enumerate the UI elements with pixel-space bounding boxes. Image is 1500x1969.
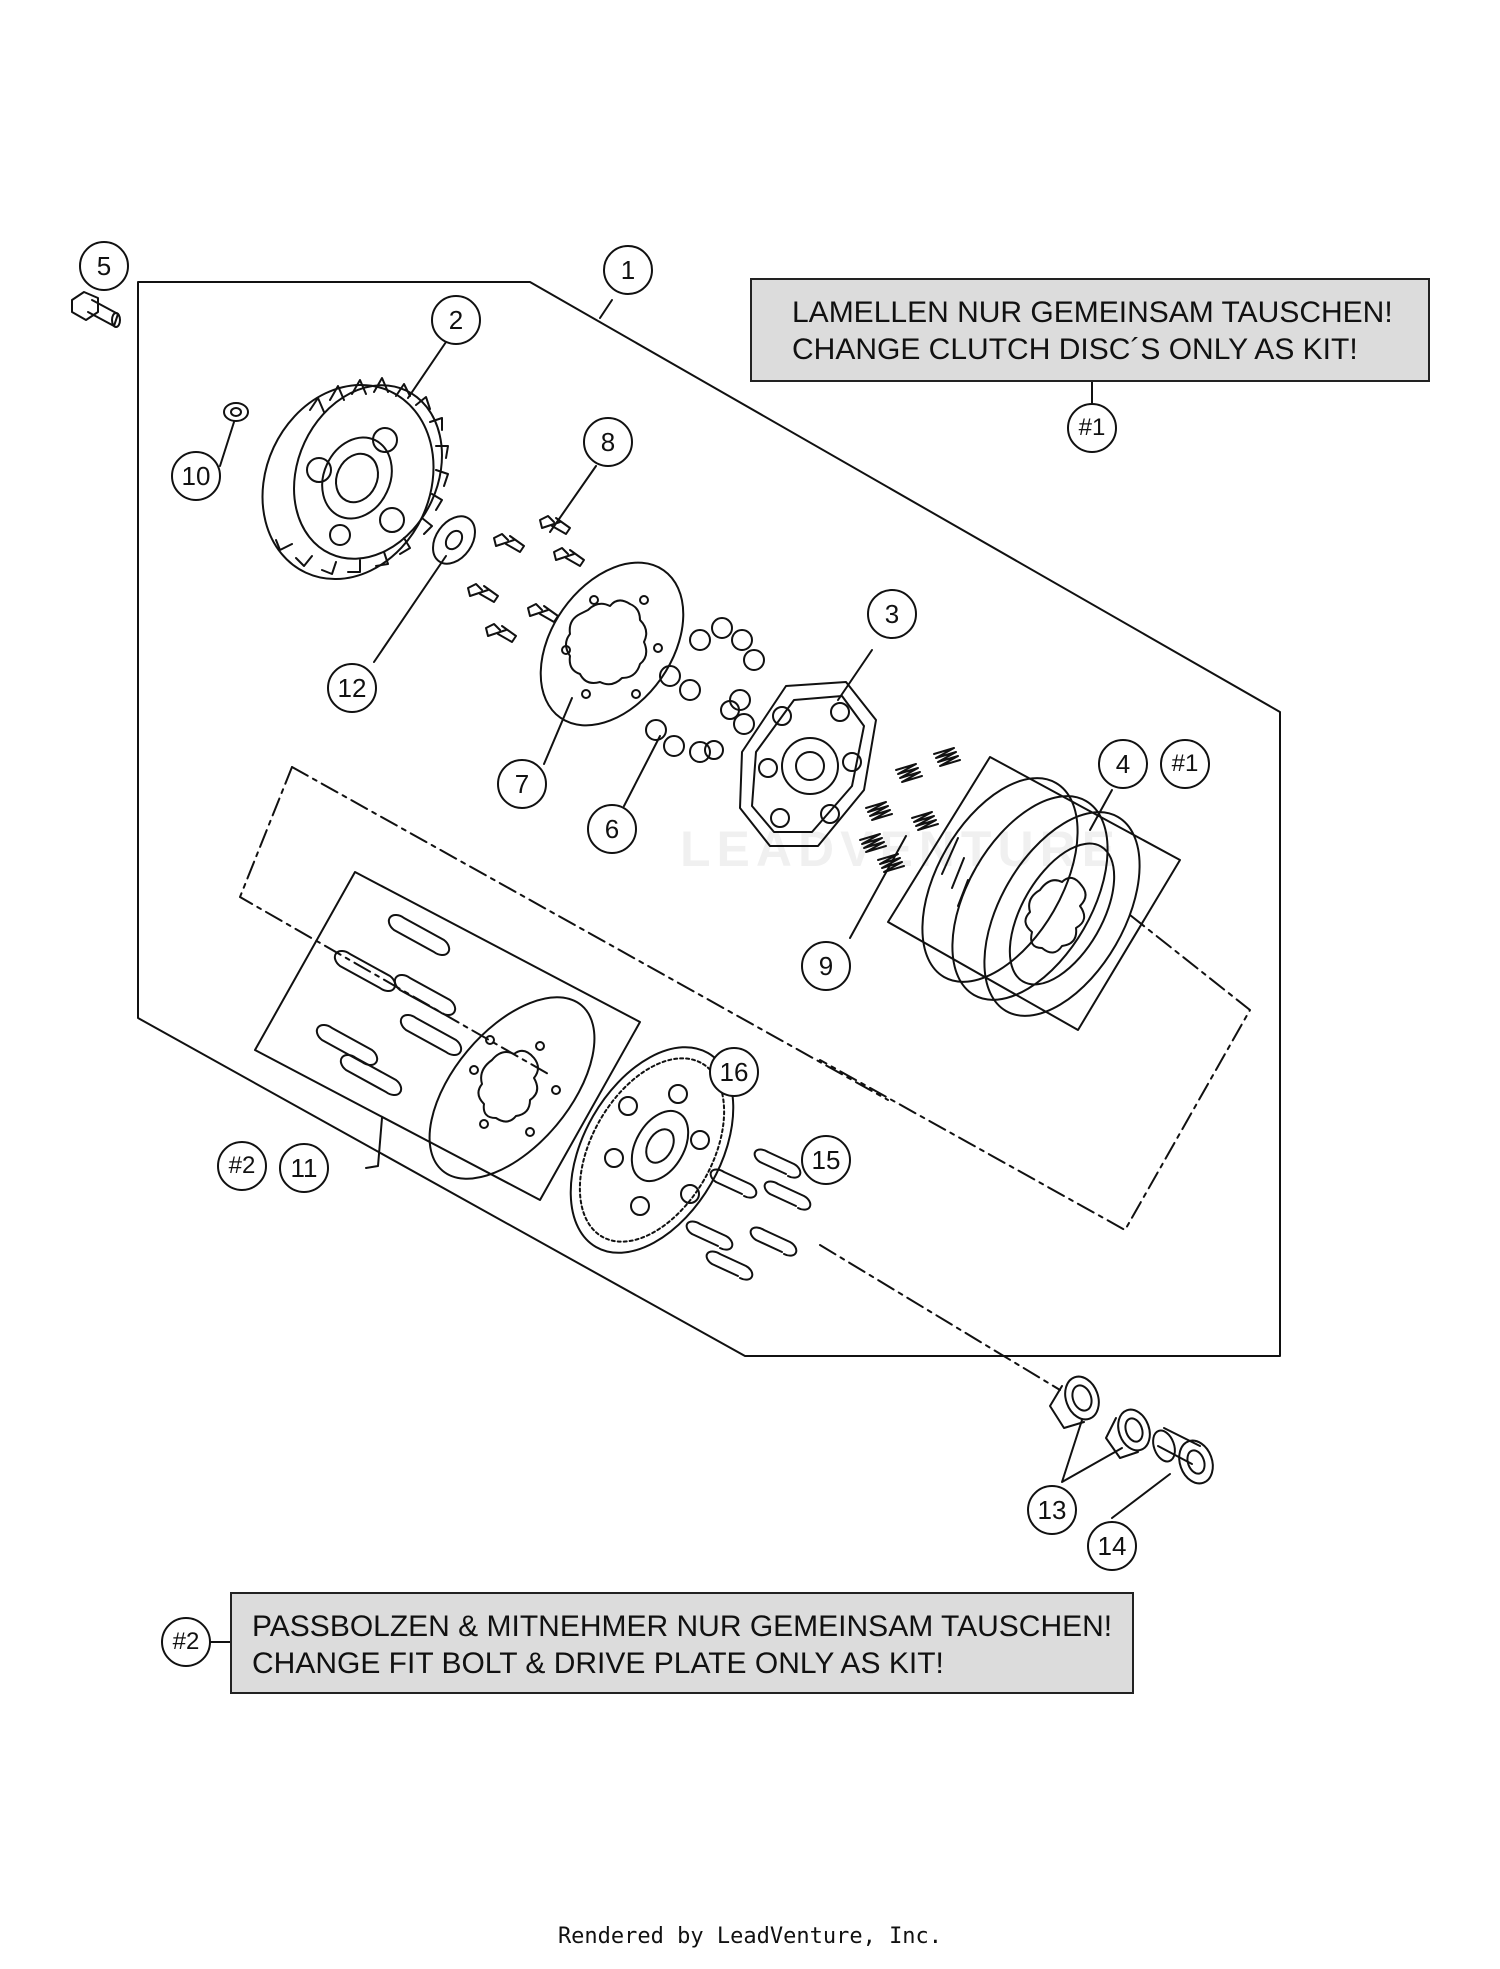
kit-note-1-line-1: LAMELLEN NUR GEMEINSAM TAUSCHEN! — [792, 296, 1393, 329]
callout-part-15[interactable]: 15 — [801, 1135, 851, 1185]
callout-part-13[interactable]: 13 — [1027, 1485, 1077, 1535]
callout-part-2[interactable]: 2 — [431, 295, 481, 345]
callout-part-10[interactable]: 10 — [171, 451, 221, 501]
thrust-washer-part-12 — [432, 515, 476, 565]
primary-gear-part-16 — [569, 1046, 735, 1254]
callout-part-3[interactable]: 3 — [867, 589, 917, 639]
callout-part-8[interactable]: 8 — [583, 417, 633, 467]
assembly-outline — [137, 281, 1281, 1357]
bolt-part-5 — [71, 291, 121, 328]
drive-plate-kit-box — [254, 871, 641, 1201]
clutch-discs-part-4 — [921, 777, 1141, 1017]
callout-part-1[interactable]: 1 — [603, 245, 653, 295]
callout-part-12[interactable]: 12 — [327, 663, 377, 713]
kit-note-clutch-discs: LAMELLEN NUR GEMEINSAM TAUSCHEN! CHANGE … — [750, 278, 1430, 382]
callout-part-14[interactable]: 14 — [1087, 1521, 1137, 1571]
callout-part-7[interactable]: 7 — [497, 759, 547, 809]
alignment-dashed-frame — [239, 766, 551, 1076]
fit-bolts-part-11 — [315, 914, 463, 1096]
leader-lines — [207, 299, 1171, 1643]
clutch-disc-kit-box — [887, 756, 1181, 1031]
callout-part-5[interactable]: 5 — [79, 241, 129, 291]
washer-part-10 — [223, 402, 249, 422]
clutch-hub-part-3 — [739, 681, 877, 847]
kit-note-fit-bolt-drive-plate: PASSBOLZEN & MITNEHMER NUR GEMEINSAM TAU… — [230, 1592, 1134, 1694]
needle-bearings-part-13 — [1049, 1375, 1151, 1459]
callout-part-16[interactable]: 16 — [709, 1047, 759, 1097]
kit-note-2-line-1: PASSBOLZEN & MITNEHMER NUR GEMEINSAM TAU… — [252, 1610, 1113, 1643]
plate-part-7 — [539, 561, 685, 727]
callout-part-11[interactable]: 11 — [279, 1143, 329, 1193]
drive-plate-part-11 — [428, 996, 596, 1180]
screws-part-8 — [467, 515, 585, 643]
bushing-part-14 — [1152, 1427, 1214, 1485]
clutch-basket-part-2 — [261, 377, 449, 581]
callout-part-4[interactable]: 4 — [1098, 739, 1148, 789]
callout-part-4-kit-tag[interactable]: #1 — [1160, 739, 1210, 789]
leadventure-watermark: LEADVENTURE — [680, 821, 1122, 877]
callout-part-11-kit-tag[interactable]: #2 — [217, 1141, 267, 1191]
kit-note-2-line-2: CHANGE FIT BOLT & DRIVE PLATE ONLY AS KI… — [252, 1647, 944, 1680]
kit-note-1-line-2: CHANGE CLUTCH DISC´S ONLY AS KIT! — [792, 333, 1358, 366]
callout-kit-2-tag[interactable]: #2 — [161, 1617, 211, 1667]
callout-part-9[interactable]: 9 — [801, 941, 851, 991]
screws-part-15 — [685, 1148, 812, 1281]
balls-part-6 — [645, 617, 765, 763]
rendered-by-footer: Rendered by LeadVenture, Inc. — [557, 1924, 943, 1949]
callout-kit-1-tag[interactable]: #1 — [1067, 403, 1117, 453]
callout-part-6[interactable]: 6 — [587, 804, 637, 854]
